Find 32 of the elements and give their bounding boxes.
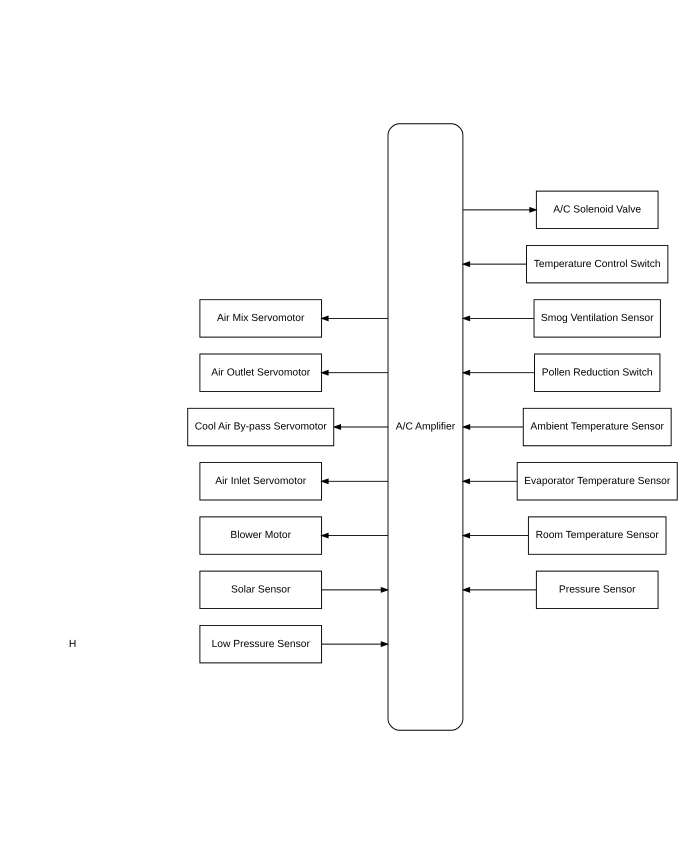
node-box: Air Mix Servomotor xyxy=(199,298,322,338)
arrow xyxy=(462,206,538,212)
arrow xyxy=(320,314,388,321)
arrow xyxy=(462,369,535,376)
arrow xyxy=(320,478,388,484)
node-box: Temperature Control Switch xyxy=(526,244,668,283)
arrow xyxy=(462,586,537,592)
arrow xyxy=(462,478,518,484)
node-box: Air Outlet Servomotor xyxy=(199,353,322,392)
node-box: Solar Sensor xyxy=(199,570,322,609)
arrow xyxy=(320,369,388,376)
node-box: Blower Motor xyxy=(199,516,322,554)
label: H xyxy=(68,638,76,650)
node-box: Smog Ventilation Sensor xyxy=(534,298,661,338)
node-box: Evaporator Temperature Sensor xyxy=(516,462,678,500)
node-box: Pollen Reduction Switch xyxy=(534,353,660,392)
node-box: Room Temperature Sensor xyxy=(528,516,666,554)
node-box: Ambient Temperature Sensor xyxy=(522,407,672,446)
arrow xyxy=(462,532,529,538)
arrow xyxy=(321,586,390,592)
arrow xyxy=(332,424,388,430)
arrow xyxy=(321,640,390,647)
node-box: A/C Amplifier xyxy=(388,122,464,730)
node-box: A/C Solenoid Valve xyxy=(536,190,659,229)
node-box: Pressure Sensor xyxy=(536,570,659,609)
node-box: Low Pressure Sensor xyxy=(199,624,322,663)
arrow xyxy=(320,532,388,538)
node-box: Cool Air By-pass Servomotor xyxy=(187,407,334,446)
arrow xyxy=(462,424,524,430)
arrow xyxy=(462,314,534,321)
arrow xyxy=(462,260,527,267)
node-box: Air Inlet Servomotor xyxy=(199,462,322,500)
